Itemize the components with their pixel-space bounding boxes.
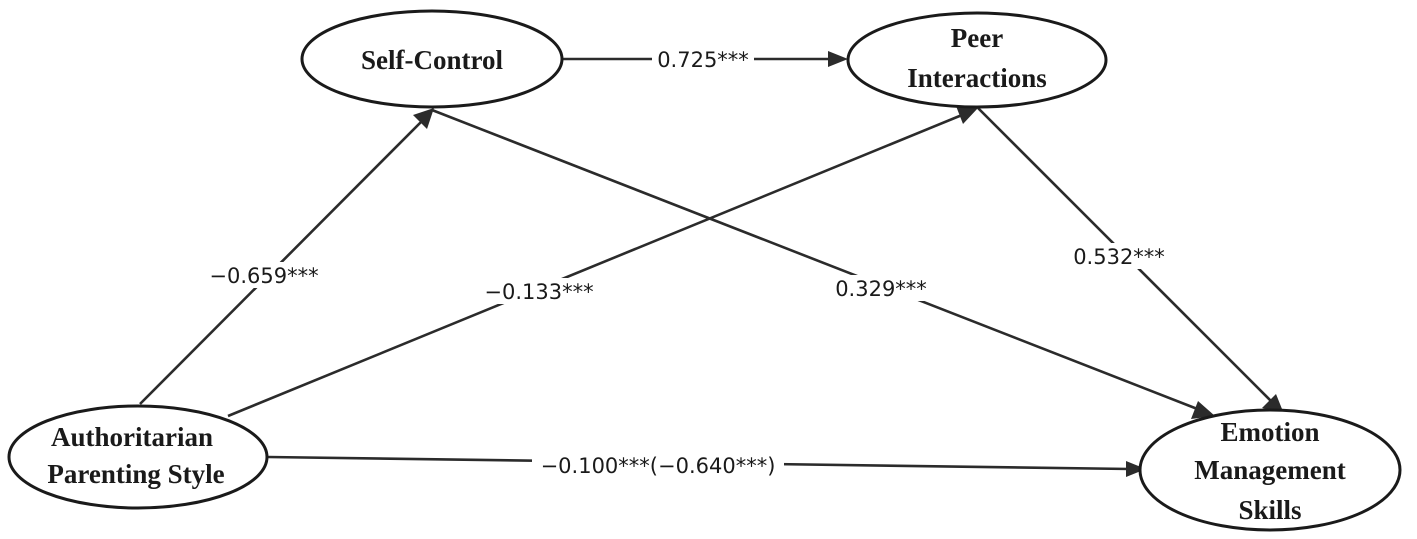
node-label: Self-Control bbox=[361, 45, 503, 75]
edge-label-authoritarian-emotion: −0.100***(−0.640***) bbox=[532, 452, 784, 478]
edge-label-selfcontrol-peer: 0.725*** bbox=[652, 46, 754, 72]
edge-label-text: 0.329*** bbox=[835, 277, 927, 301]
node-label: Management bbox=[1194, 455, 1345, 485]
edge-label-authoritarian-peer: −0.133*** bbox=[477, 278, 601, 304]
node-label: Emotion bbox=[1220, 417, 1319, 447]
node-label: Parenting Style bbox=[47, 459, 224, 489]
edge-label-selfcontrol-emotion: 0.329*** bbox=[826, 275, 936, 301]
node-label: Peer bbox=[951, 23, 1003, 53]
node-authoritarian-parenting-style: Authoritarian Parenting Style bbox=[7, 404, 269, 510]
node-self-control: Self-Control bbox=[300, 9, 564, 109]
edge-label-text: −0.133*** bbox=[484, 280, 593, 304]
node-peer-interactions: Peer Interactions bbox=[846, 11, 1108, 109]
edge-label-authoritarian-selfcontrol: −0.659*** bbox=[202, 262, 326, 288]
edge-label-text: −0.659*** bbox=[209, 264, 318, 288]
edge-label-text: 0.725*** bbox=[657, 48, 749, 72]
node-label: Interactions bbox=[907, 63, 1046, 93]
edge-selfcontrol-to-emotion bbox=[431, 108, 1215, 419]
edge-authoritarian-to-selfcontrol bbox=[139, 108, 434, 405]
edge-label-text: −0.100***(−0.640***) bbox=[541, 454, 776, 478]
edge-authoritarian-to-peer bbox=[227, 106, 978, 418]
node-label: Authoritarian bbox=[51, 422, 213, 452]
edge-label-peer-emotion: 0.532*** bbox=[1064, 243, 1174, 269]
edge-label-text: 0.532*** bbox=[1073, 245, 1165, 269]
node-emotion-management-skills: Emotion Management Skills bbox=[1138, 408, 1402, 532]
node-label: Skills bbox=[1238, 495, 1301, 525]
